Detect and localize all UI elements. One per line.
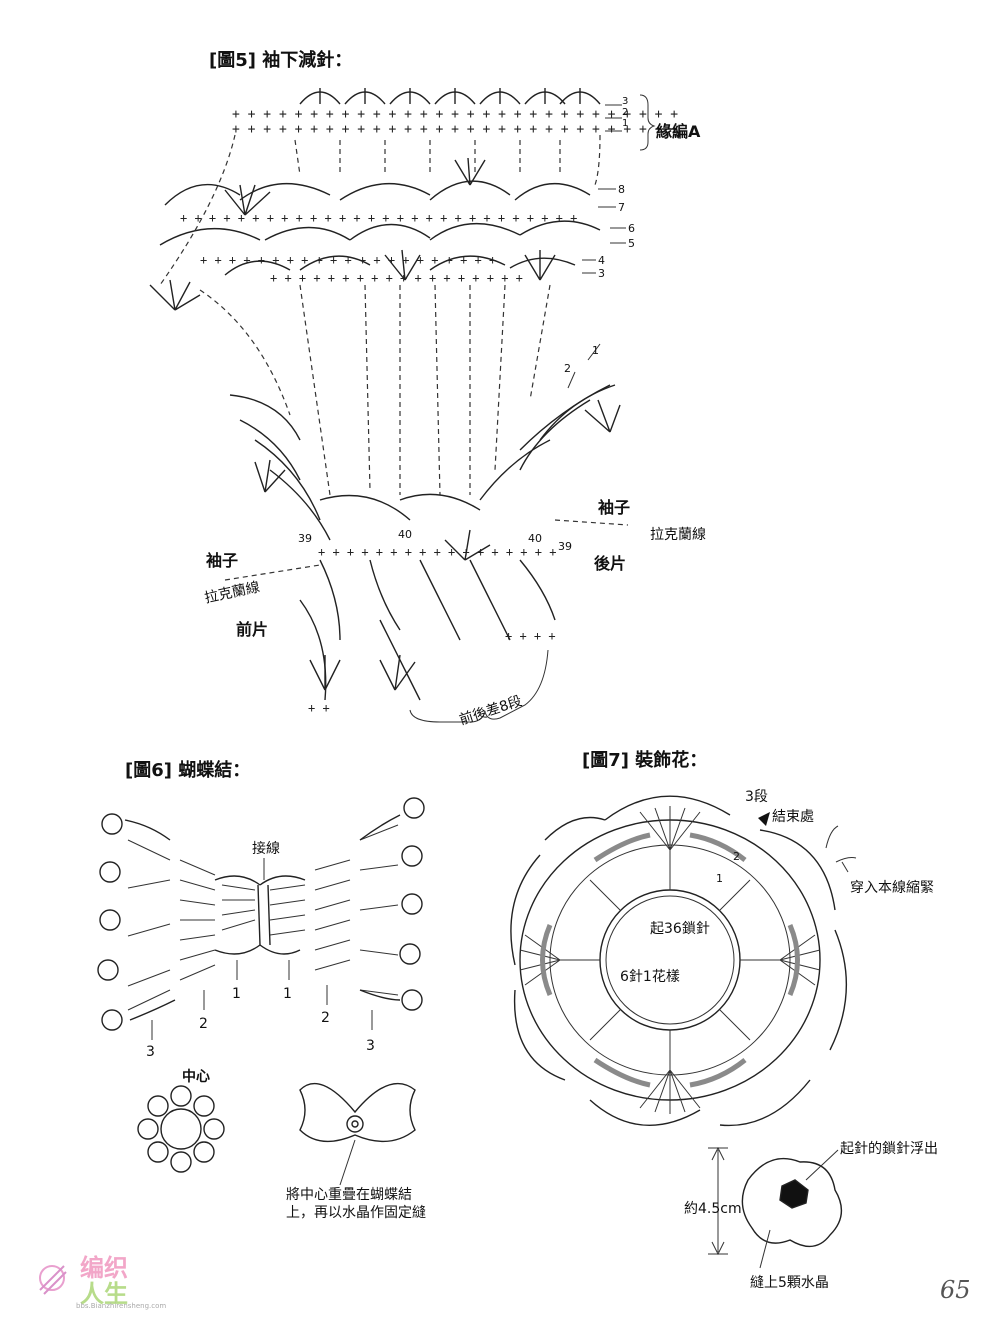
fig7-start-chain-ring [599,889,741,1031]
center-label: 中心 [182,1069,210,1085]
crystals-label: 縫上5顆水晶 [750,1275,829,1291]
stitch-count: 39 [558,540,572,553]
edge-a-label: 緣編A [656,122,701,141]
row-arrow-label: 3 [366,1038,375,1054]
lifted-chain-pointer [805,1149,839,1181]
fig5-top-stitch-rows: + + + + + + + + + + + + + + + + + + + + … [232,107,678,137]
thread-through-label: 穿入本線縮緊 [850,880,934,896]
stitch-count: 40 [528,532,542,545]
svg-text:+ + + +: + + + + [505,629,556,643]
svg-text:+ + + + + + + + + + + + + + +: + + + + + + + + + + + + + + + + + + [270,271,523,285]
row-arrow-label: 1 [232,986,241,1002]
fig5-guide-lines [159,134,601,496]
raglan-right-label: 拉克蘭線 [650,527,706,543]
row-num: 1 [622,118,629,129]
row-arrow-label: 1 [283,986,292,1002]
stitch-count: 39 [298,532,312,545]
fig5-mid-stitch-rows: + + + + + + + + + + + + + + + + + + + + … [180,211,577,285]
row-num: 7 [618,201,625,214]
row-num: 2 [564,362,571,375]
fig6-center-motif [137,1085,225,1173]
watermark-line2: 人生 [80,1280,128,1308]
row-num: 5 [628,237,635,250]
fig5-title: [圖5] 袖下減針： [209,50,353,71]
fig7-petal-guides [540,832,800,1088]
row-num: 8 [618,183,625,196]
row-num: 2 [733,850,740,863]
bow-pointer-line [339,1139,356,1186]
raglan-right-line [554,519,629,526]
row-num: 6 [628,222,635,235]
row-arrow-label: 3 [146,1044,155,1060]
flower-icon [741,1157,843,1248]
fig6-title: [圖6] 蝴蝶結： [125,760,251,781]
sleeve-right-label: 袖子 [598,498,631,517]
start-chain-label: 起36鎖針 [650,921,710,937]
row-num: 1 [592,344,599,357]
svg-text:+ + + + + + + + + + + + + + +: + + + + + + + + + + + + + + + + + + + + … [232,122,678,137]
lifted-chain-label: 起針的鎖針浮出 [840,1141,938,1157]
svg-text:+ + + + + + + + + + + + + + +: + + + + + + + + + + + + + + + + + + + + … [180,211,577,225]
fig6-picot-circles [97,797,425,1031]
row-num: 4 [598,254,605,267]
fig7-outer-petals [510,795,847,1127]
fig5-yoke-fans [254,399,621,691]
size-indicator [708,1146,728,1256]
fig5-yoke-chains [229,384,616,701]
fig7-title: [圖7] 裝飾花： [582,750,708,771]
fig5-top-row-numbers: 3 2 1 [622,96,628,129]
fig5-mid-fans [149,157,556,311]
row-num: 1 [716,872,723,885]
end-point-label: 結束處 [772,809,814,825]
svg-text:+ + + + + + + + + + + + +: + + + + + + + + + + + + + + + + + + + + … [200,253,496,267]
stitch-count: 40 [398,528,412,541]
crystals-pointer [759,1229,771,1269]
back-piece-label: 後片 [594,554,627,573]
fig5-row-arrows-top [582,104,626,274]
watermark-url: bbs.Bianzhirensheng.com [76,1302,167,1310]
fig6-row-arrows [151,858,373,1040]
row-num: 3 [598,267,605,280]
diff-brace [409,649,549,723]
row-num: 3 [622,96,629,107]
join-thread-label: 接線 [252,841,280,857]
size-label: 約4.5cm [684,1201,742,1217]
bow-icon [299,1082,416,1143]
page-number: 65 [940,1276,971,1304]
yarn-ball-icon [39,1265,67,1295]
svg-text:+ + + + + + + + + + + + + + +: + + + + + + + + + + + + + + + + + [318,545,556,559]
fig6-chains [124,814,401,1021]
bow-note-line2: 上，再以水晶作固定縫 [286,1205,426,1221]
sleeve-left-label: 袖子 [206,551,239,570]
watermark-line1: 编织 [80,1254,128,1282]
row-num: 2 [622,107,629,118]
fig5-top-fans [299,88,601,105]
fig7-spokes [519,806,821,1114]
front-piece-label: 前片 [236,620,269,639]
row-arrow-label: 2 [321,1010,330,1026]
svg-text:+ + + + + + + + + + + + + + +: + + + + + + + + + + + + + + + + + + + + … [232,107,678,122]
svg-text:+ +: + + [308,701,330,715]
row-arrow-label: 2 [199,1016,208,1032]
fig5-yoke-stitches: + + + + + + + + + + + + + + + + + + + + … [308,545,556,715]
fig5-mid-arcs [159,180,601,276]
row3-label: 3段 [745,789,768,805]
pattern-repeat-label: 6針1花樣 [620,969,680,985]
end-marker-icon [758,812,770,826]
fig6-wing-stitches [127,824,399,1011]
bow-note-line1: 將中心重疊在蝴蝶結 [286,1187,412,1203]
raglan-left-line [224,564,321,581]
